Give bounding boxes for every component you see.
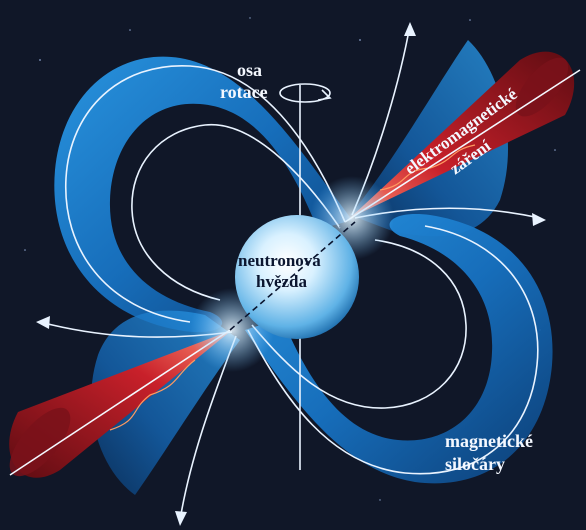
field-line-arrows	[36, 22, 546, 526]
label-rotation-axis-2: rotace	[220, 82, 268, 102]
label-field-lines-1: magnetické	[445, 431, 533, 451]
field-lobe-upper-left	[54, 56, 353, 333]
label-star-1: neutronová	[238, 251, 321, 270]
field-lobe-lower-right	[245, 214, 553, 484]
magnetic-axis-through-star	[229, 221, 356, 331]
label-field-lines-2: siločáry	[445, 454, 505, 474]
label-rotation-axis-1: osa	[237, 60, 262, 80]
rotation-arrow	[279, 83, 332, 103]
neutron-star	[235, 215, 359, 339]
radiation-cone-lower-left	[9, 330, 232, 478]
label-star-2: hvězda	[256, 272, 308, 291]
